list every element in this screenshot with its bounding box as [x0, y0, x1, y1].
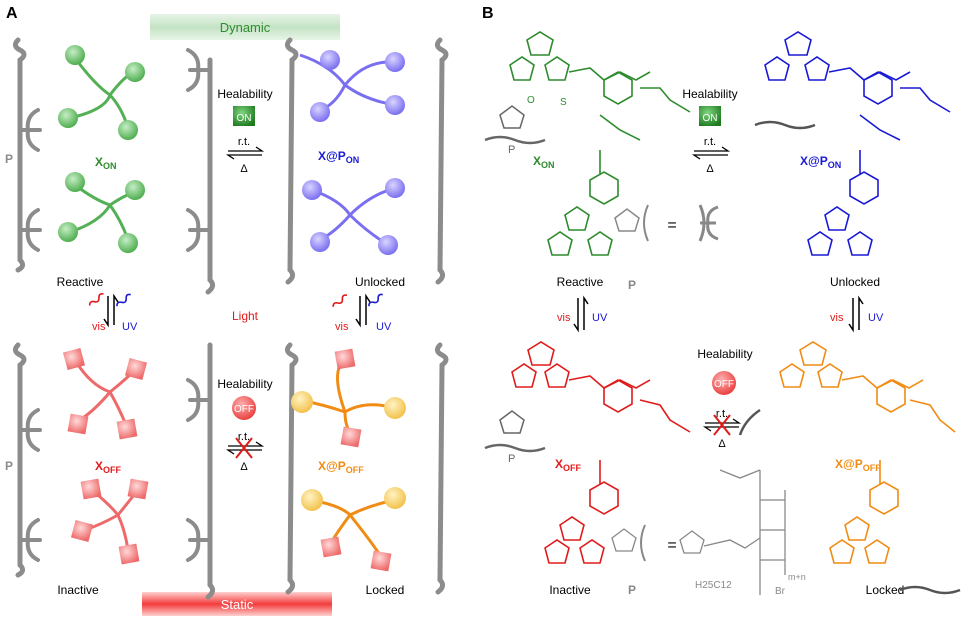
alkyl-chain-label: H25C12	[695, 580, 732, 591]
polymer-backbone-b-bottom-left	[738, 408, 761, 436]
blocked-cross-a	[235, 437, 253, 459]
state-reactive-b: Reactive	[557, 275, 604, 289]
healability-on-badge-a	[233, 106, 255, 126]
healability-label-a-bottom: Healability	[217, 377, 272, 391]
healability-on-text-a: ON	[237, 113, 252, 124]
healability-label-b-bottom: Healability	[697, 347, 752, 361]
healability-on-badge-b	[699, 106, 721, 126]
polymer-label-b-bottom: P	[508, 453, 515, 465]
state-unlocked-a: Unlocked	[355, 275, 405, 289]
equals-sign-bottom: =	[667, 537, 676, 554]
state-locked-a: Locked	[366, 583, 405, 597]
delta-label-b-top: Δ	[706, 163, 714, 175]
rt-label-a-top: r.t.	[238, 136, 250, 148]
polymer-label-b-structure: P	[628, 583, 636, 597]
healability-label-b-top: Healability	[682, 87, 737, 101]
rt-label-a-bottom: r.t.	[238, 431, 250, 443]
xp-on-structure	[764, 31, 951, 256]
polymer-backbone-b-top-right	[754, 120, 816, 130]
healability-off-badge-a	[232, 396, 256, 420]
x-off-molecule-top	[62, 347, 148, 440]
x-on-molecule-top	[58, 45, 145, 140]
x-on-o-label: O	[527, 95, 535, 106]
vis-wave-a-left	[88, 292, 104, 306]
maleimide-polymer-top	[484, 105, 546, 145]
equilibrium-arrow-b-bottom	[702, 418, 742, 432]
xp-off-label-b: X@POFF	[835, 457, 881, 473]
maleimide-polymer-bottom	[484, 410, 546, 453]
vis-label-a-left: vis	[92, 321, 106, 333]
polymer-label-top: P	[5, 152, 13, 166]
uv-wave-a-left	[116, 293, 131, 307]
xp-on-label-b: X@PON	[800, 154, 841, 170]
state-inactive-a: Inactive	[57, 583, 99, 597]
dynamic-banner	[150, 14, 340, 40]
uv-label-b-right: UV	[868, 312, 884, 324]
healability-on-text-b: ON	[703, 113, 718, 124]
state-reactive-a: Reactive	[57, 275, 104, 289]
xp-on-label-a: X@PON	[318, 149, 359, 165]
x-off-label-b: XOFF	[555, 457, 582, 473]
state-inactive-b: Inactive	[549, 583, 591, 597]
photo-arrow-a-right	[355, 293, 371, 328]
x-on-label-b: XON	[533, 154, 555, 170]
delta-label-a-bottom: Δ	[240, 461, 248, 473]
x-off-label-a: XOFF	[95, 459, 122, 475]
dynamic-label: Dynamic	[220, 20, 271, 35]
healability-off-badge-b	[712, 371, 736, 395]
rt-label-b-bottom: r.t.	[716, 408, 728, 420]
uv-label-b-left: UV	[592, 312, 608, 324]
polymer-label-b-top: P	[508, 144, 515, 156]
polymer-backbone-b-bottom-right	[899, 585, 961, 595]
x-on-structure	[509, 31, 691, 256]
vis-label-b-left: vis	[557, 312, 571, 324]
static-banner	[142, 592, 332, 616]
panel-a-label: A	[6, 5, 18, 22]
healability-off-text-a: OFF	[234, 404, 254, 415]
repeat-units-label: m+n	[788, 572, 806, 582]
healability-label-a-top: Healability	[217, 87, 272, 101]
delta-label-a-top: Δ	[240, 163, 248, 175]
photo-arrow-b-left	[573, 295, 589, 333]
x-on-label-a: XON	[95, 155, 117, 171]
x-on-s-label: S	[560, 97, 567, 108]
photo-arrow-a-left	[103, 293, 119, 328]
uv-label-a-right: UV	[376, 321, 392, 333]
vis-label-a-right: vis	[335, 321, 349, 333]
x-on-molecule-bottom	[58, 172, 145, 253]
equilibrium-arrow-a-top	[225, 146, 265, 160]
equals-sign-top: =	[667, 217, 676, 234]
xp-off-molecule-bottom	[301, 487, 406, 572]
equilibrium-arrow-b-top	[691, 146, 731, 160]
state-locked-b: Locked	[866, 583, 905, 597]
equilibrium-arrow-a-bottom	[225, 441, 265, 455]
delta-label-b-bottom: Δ	[718, 438, 726, 450]
uv-label-a-left: UV	[122, 321, 138, 333]
healability-off-text-b: OFF	[714, 379, 734, 390]
polymer-structure-legend	[611, 469, 786, 595]
x-off-structure	[511, 341, 691, 564]
xp-off-structure	[779, 341, 956, 564]
polymer-label-b-legend: P	[628, 278, 636, 292]
vis-wave-a-right	[332, 294, 348, 307]
xp-on-molecule-top	[299, 50, 405, 122]
x-off-molecule-bottom	[70, 478, 149, 565]
uv-wave-a-right	[368, 293, 383, 307]
static-label: Static	[221, 597, 254, 612]
vis-label-b-right: vis	[830, 312, 844, 324]
photo-arrow-b-right	[848, 295, 864, 333]
light-label: Light	[232, 309, 259, 323]
polymer-chains-a	[12, 37, 449, 600]
blocked-cross-b	[713, 414, 731, 436]
bromide-label: Br	[775, 586, 786, 597]
rt-label-b-top: r.t.	[704, 136, 716, 148]
xp-on-molecule-bottom	[302, 178, 405, 255]
xp-off-molecule-top	[291, 348, 406, 448]
state-unlocked-b: Unlocked	[830, 275, 880, 289]
xp-off-label-a: X@POFF	[318, 459, 364, 475]
panel-b-label: B	[482, 5, 494, 22]
maleimide-legend	[614, 204, 719, 242]
polymer-label-bottom: P	[5, 459, 13, 473]
